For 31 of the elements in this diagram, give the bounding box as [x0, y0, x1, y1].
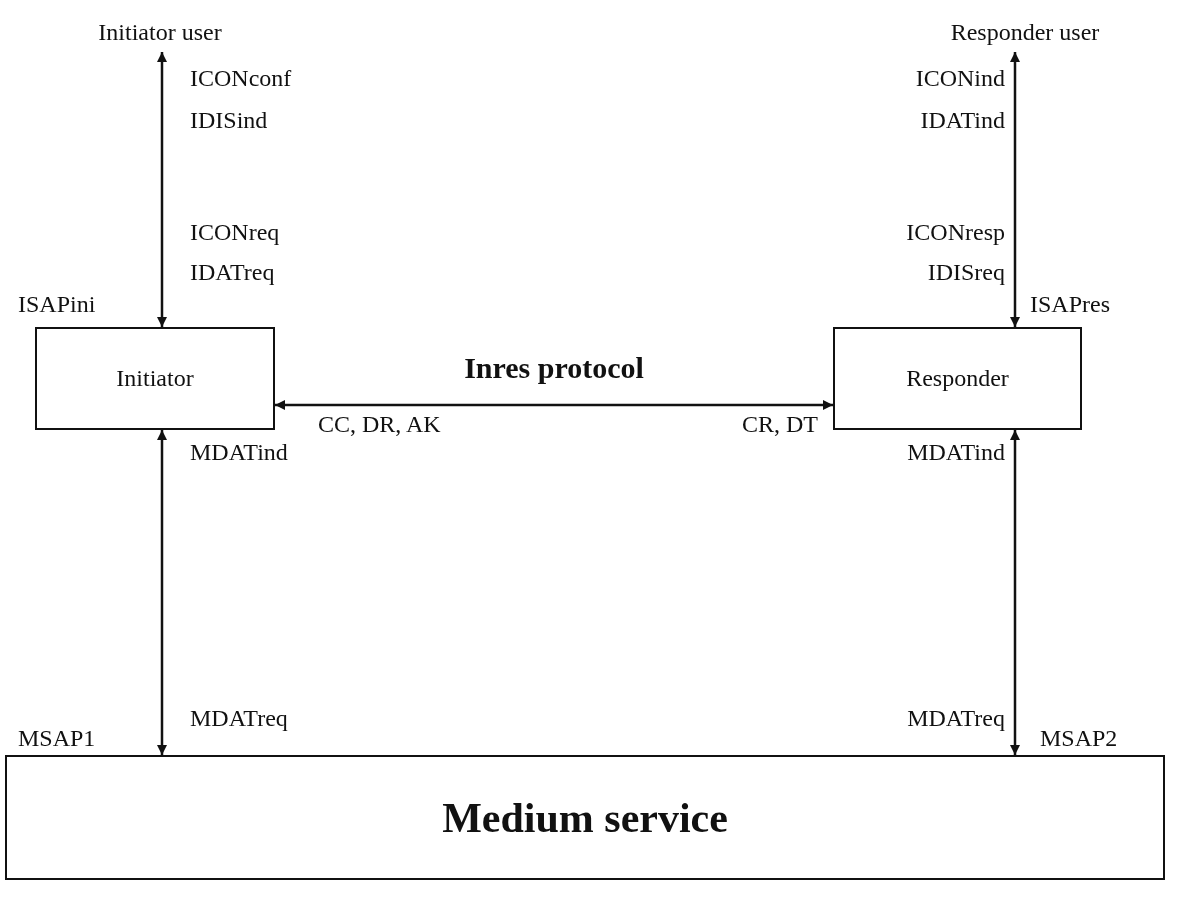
signal-label: MDATreq [907, 704, 1005, 732]
signal-label: IDISreq [927, 258, 1005, 286]
signal-label: ICONind [915, 64, 1005, 92]
signal-label: IDATreq [190, 258, 275, 286]
box-label: Responder [906, 365, 1009, 392]
arrow [275, 400, 833, 410]
access-point-label: MSAP2 [1040, 724, 1118, 752]
access-point-label: ISAPini [18, 290, 96, 318]
arrow [157, 52, 167, 327]
box-label: Medium service [442, 793, 728, 842]
arrow [1010, 430, 1020, 755]
signal-label: MDATind [190, 438, 288, 466]
access-point-label: MSAP1 [18, 724, 96, 752]
process-box [833, 327, 1082, 430]
signal-label: IDATind [920, 106, 1005, 134]
signal-label: ICONreq [190, 218, 280, 246]
actor-label: Initiator user [98, 18, 222, 46]
signal-label: ICONresp [906, 218, 1005, 246]
signal-label: CC, DR, AK [318, 410, 441, 438]
box-label: Initiator [116, 365, 194, 392]
signal-label: MDATind [907, 438, 1005, 466]
arrow [1010, 52, 1020, 327]
process-box [35, 327, 275, 430]
service-box [5, 755, 1165, 880]
signal-label: MDATreq [190, 704, 288, 732]
access-point-label: ISAPres [1030, 290, 1110, 318]
signal-label: IDISind [190, 106, 268, 134]
signal-label: ICONconf [190, 64, 292, 92]
actor-label: Responder user [950, 18, 1100, 46]
arrow [157, 430, 167, 755]
signal-label: CR, DT [742, 410, 818, 438]
